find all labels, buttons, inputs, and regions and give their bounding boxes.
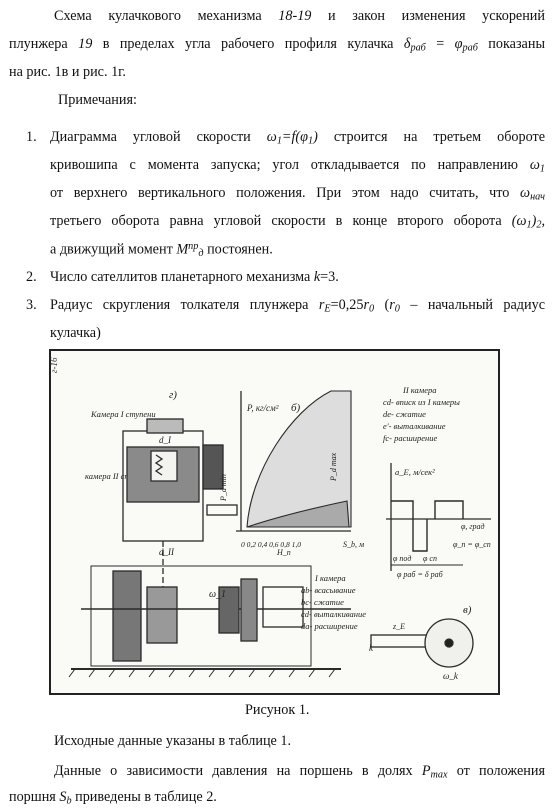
note-3-line2: кулачка) <box>50 325 101 341</box>
diagram-II <box>246 390 352 528</box>
para1-line2: плунжера 19 в пределах угла рабочего про… <box>9 36 545 54</box>
label-d2: d_II <box>159 547 175 557</box>
note-1-line1: Диаграмма угловой скорости ω1=f(φ1) стро… <box>50 129 546 147</box>
label-g: г) <box>169 389 177 401</box>
after-line2: Данные о зависимости давления на поршень… <box>54 763 545 781</box>
label-ticks: 0 0,2 0,4 0,6 0,8 1,0 <box>241 540 301 549</box>
cam-center <box>444 638 454 648</box>
legend1-3: cd- выталкивание <box>301 609 366 619</box>
legend2-3: e'- выталкивание <box>383 421 446 431</box>
mechanism-drawing: г-16 г) Камера I ступени камера II ступе… <box>51 357 491 681</box>
accel-curve <box>391 500 464 552</box>
figure-caption: Рисунок 1. <box>245 702 310 718</box>
spring-lines <box>154 454 164 476</box>
pusher <box>370 634 428 648</box>
label-d1: d_I <box>159 435 172 445</box>
side-port <box>202 444 224 490</box>
label-wk: ω_k <box>443 671 459 681</box>
label-phi-rad: φ, град <box>461 522 485 531</box>
legend2-1: cd- вписк из I камеры <box>383 397 460 407</box>
label-phi-sp: φ сп <box>423 554 437 563</box>
note-3-line1: Радиус скругления толкателя плунжера rE=… <box>50 297 545 315</box>
note-2-line1: Число сателлитов планетарного механизма … <box>50 269 339 285</box>
gearbox-13 <box>262 586 304 628</box>
label-pmin: P_d min <box>219 474 228 502</box>
label-kamera2: камера II ступени <box>85 471 151 481</box>
notes-title: Примечания: <box>58 92 137 108</box>
label-b: б) <box>291 402 301 414</box>
para1-line1: Схема кулачкового механизма 18-19 и зако… <box>54 8 545 24</box>
label-k: k <box>369 643 374 653</box>
label-phi-pod: φ под <box>393 554 411 563</box>
after-line1: Исходные данные указаны в таблице 1. <box>54 733 292 749</box>
corner-label: г-16 <box>51 357 59 373</box>
valve-7 <box>206 504 238 516</box>
coupling <box>218 586 240 634</box>
after-line3: поршня Sb приведены в таблице 2. <box>9 789 217 807</box>
legend1-1: ab- всасывание <box>301 585 356 595</box>
legend1-4: da- расширение <box>301 621 358 631</box>
para1-line3: на рис. 1в и рис. 1г. <box>9 64 126 80</box>
label-phi-eq: φ_п = φ_сп <box>453 540 491 549</box>
label-sb: S_b, м <box>343 540 364 549</box>
label-ze: z_E <box>392 622 405 631</box>
gear-center <box>146 586 178 644</box>
mechanism-frame <box>90 565 312 667</box>
mechanism-figure: г-16 г) Камера I ступени камера II ступе… <box>49 349 500 695</box>
label-kamera1: Камера I ступени <box>90 409 156 419</box>
legend1-2: bc- сжатие <box>301 597 344 607</box>
gear-12 <box>240 578 258 642</box>
note-1-line5: а движущий момент Mпрд постоянен. <box>50 241 273 260</box>
legend2-4: fc- расширение <box>383 433 438 443</box>
diagram-I <box>246 500 350 528</box>
label-hn: H_n <box>276 548 291 557</box>
note-1-line3: от верхнего вертикального положения. При… <box>50 185 545 203</box>
label-axis-p: P, кг/см² <box>246 403 279 413</box>
label-phi-rab: φ раб = δ раб <box>397 570 444 579</box>
note-1-line4: третьего оборота равна угловой скорости … <box>50 213 545 231</box>
gear-left <box>112 570 142 662</box>
piston-inner <box>150 450 178 482</box>
note-1-line2: кривошипа с момента запуска; угол отклад… <box>50 157 545 175</box>
legend1-title: I камера <box>314 573 346 583</box>
legend2-title: II камера <box>402 385 437 395</box>
cylinder-head <box>146 418 184 434</box>
label-w1: ω_1 <box>209 589 226 600</box>
legend2-2: de- сжатие <box>383 409 426 419</box>
label-v: в) <box>463 604 472 616</box>
label-pmax: P_d max <box>329 452 338 482</box>
ground-hatching <box>68 668 336 678</box>
label-accel: a_E, м/сек² <box>395 467 435 477</box>
